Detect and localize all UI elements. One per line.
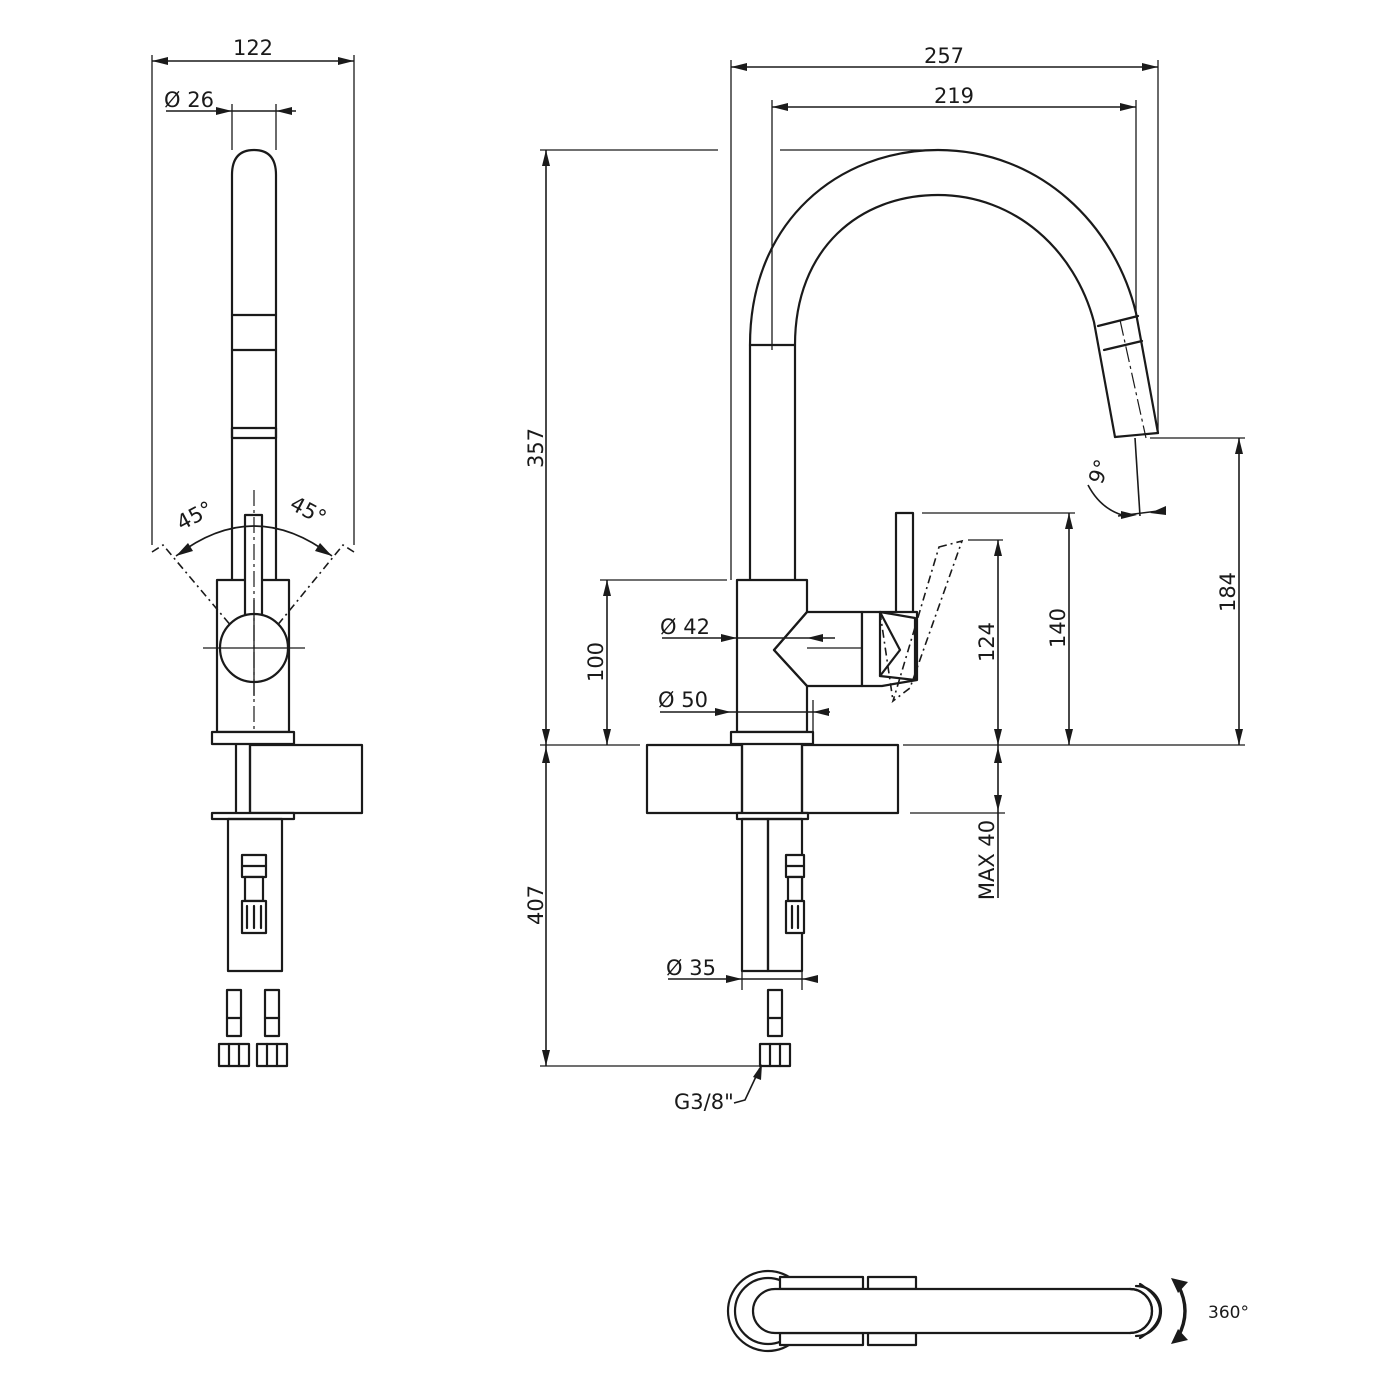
- dim-spout-reach: [771, 100, 1137, 350]
- top-spout: [751, 1287, 1154, 1335]
- label-base-diameter: Ø 50: [658, 688, 708, 712]
- dim-shank-diameter: [668, 971, 818, 990]
- side-connector: [758, 988, 792, 1068]
- dim-lever-angle: [175, 525, 333, 557]
- side-counter-left: [645, 743, 744, 815]
- label-max-counter-thickness: MAX 40: [975, 820, 999, 900]
- front-view: 122 Ø 26 45° 45°: [151, 36, 364, 1068]
- front-spout: [230, 148, 278, 582]
- front-counter-section: [248, 743, 364, 815]
- dim-max-counter-thickness: [994, 745, 1002, 898]
- label-lever-angle-left: 45°: [173, 496, 217, 535]
- label-outlet-height: 184: [1216, 572, 1240, 612]
- label-body-height: 100: [584, 642, 608, 682]
- front-hose-fittings: [240, 853, 268, 935]
- side-hose-fitting: [784, 853, 806, 935]
- label-spout-reach: 219: [934, 84, 974, 108]
- side-shank-left: [740, 817, 770, 973]
- side-base-ring: [729, 730, 815, 746]
- dim-body-height: [600, 579, 727, 745]
- dim-base-diameter: [660, 700, 830, 732]
- side-view: 257 219 357 9°: [524, 44, 1245, 1114]
- label-spout-diameter: Ø 26: [164, 88, 214, 112]
- front-base-ring: [210, 730, 296, 746]
- rotation-arrow-icon: [1171, 1278, 1188, 1344]
- dim-body-diameter: [662, 634, 835, 642]
- label-overall-reach: 257: [924, 44, 964, 68]
- dim-spout-tilt: [1087, 437, 1167, 519]
- dim-spout-diameter: [166, 104, 296, 150]
- side-spout: [748, 148, 1160, 582]
- dim-front-width: [151, 55, 355, 545]
- dim-lever-top-height: [922, 512, 1075, 745]
- label-hose-length: 407: [524, 885, 548, 925]
- front-connectors: [217, 988, 289, 1068]
- label-lever-angle-right: 45°: [286, 491, 330, 530]
- dim-overall-height: [540, 149, 938, 745]
- leader-connection-thread: [733, 1064, 762, 1104]
- dim-lever-tilted-height: [968, 539, 1003, 745]
- label-lever-tilted-height: 124: [975, 622, 999, 662]
- dim-outlet-height: [1150, 437, 1245, 745]
- dim-overall-reach: [730, 60, 1159, 580]
- side-spray-head: [1096, 314, 1140, 328]
- label-spout-tilt: 9°: [1084, 456, 1115, 487]
- side-counter-right: [800, 743, 900, 815]
- label-shank-diameter: Ø 35: [666, 956, 716, 980]
- label-front-width: 122: [233, 36, 273, 60]
- label-overall-height: 357: [524, 428, 548, 468]
- label-body-diameter: Ø 42: [660, 615, 710, 639]
- front-shank: [226, 817, 284, 973]
- label-connection-thread: G3/8": [674, 1090, 734, 1114]
- dim-hose-length: [540, 745, 760, 1067]
- top-view: 360°: [726, 1269, 1249, 1353]
- label-rotation: 360°: [1208, 1303, 1249, 1323]
- label-lever-top-height: 140: [1046, 608, 1070, 648]
- front-aerator: [230, 426, 278, 440]
- side-lever: [860, 511, 964, 704]
